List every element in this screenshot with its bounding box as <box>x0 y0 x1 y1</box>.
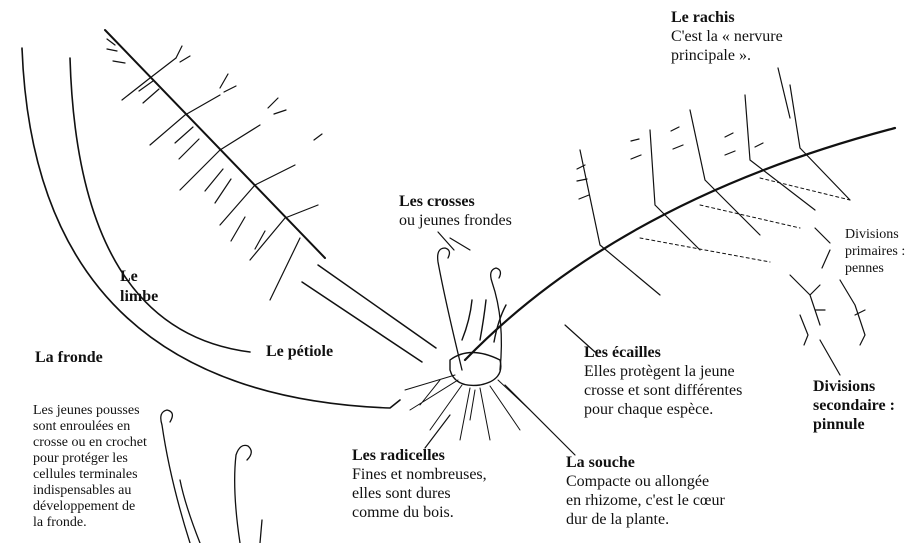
young-shoots <box>161 410 262 543</box>
secondaire-label: Divisions secondaire : pinnule <box>813 377 895 434</box>
primaires-label: Divisions primaires : pennes <box>845 226 905 277</box>
right-frond <box>465 85 895 360</box>
petiole-label: Le pétiole <box>266 342 333 361</box>
souche <box>450 300 506 385</box>
radicelles-label: Les radicelles Fines et nombreuses, elle… <box>352 446 487 522</box>
limbe-label: Le limbe <box>120 267 158 307</box>
ecailles-label: Les écailles Elles protègent la jeune cr… <box>584 343 742 419</box>
crosses-label: Les crosses ou jeunes frondes <box>399 192 512 230</box>
crosses <box>438 248 502 370</box>
limbe-bracket <box>70 58 250 352</box>
fronde-label: La fronde <box>35 348 103 367</box>
souche-label: La souche Compacte ou allongée en rhizom… <box>566 453 725 529</box>
left-frond <box>105 30 325 300</box>
jeunes-pousses-label: Les jeunes pousses sont enroulées en cro… <box>33 403 147 531</box>
rachis-label: Le rachis C'est la « nervure principale … <box>671 8 783 65</box>
